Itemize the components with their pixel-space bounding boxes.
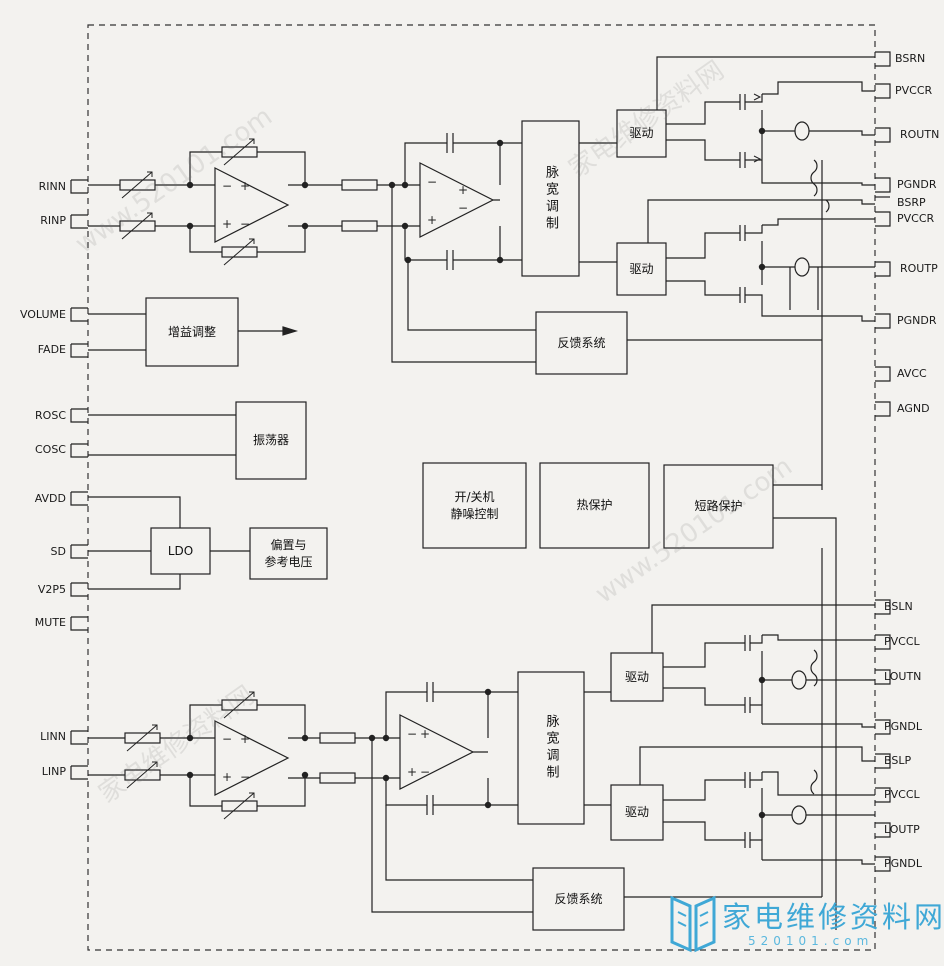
pin-rosc: ROSC: [35, 409, 66, 422]
svg-text:−: −: [407, 727, 417, 741]
bias-ref-label: 偏置与 参考电压: [264, 537, 313, 569]
chip-outline: [87, 24, 876, 951]
thermal-box: [539, 462, 650, 549]
pin-pgndl-bot: PGNDL: [884, 857, 922, 870]
gain-adjust-box: [145, 297, 239, 367]
oscillator-label: 振荡器: [252, 433, 289, 447]
logo-url: 520101.com: [748, 934, 874, 948]
feedback-bottom-box: [532, 867, 625, 931]
output-stage-l1: [651, 604, 875, 728]
book-icon: [670, 895, 716, 953]
pin-pvccl-bot: PVCCL: [884, 788, 920, 801]
pin-bsrp: BSRP: [897, 196, 926, 209]
svg-text:+: +: [407, 765, 417, 779]
svg-text:+: +: [222, 217, 232, 231]
pin-agnd: AGND: [897, 402, 930, 415]
pin-fade: FADE: [37, 343, 66, 356]
svg-text:+: +: [240, 732, 250, 746]
output-stage-r2: [647, 199, 875, 322]
svg-text:+: +: [427, 213, 437, 227]
drive-r1-box: [616, 109, 667, 158]
pin-pvccr-top: PVCCR: [895, 84, 933, 97]
pin-mute: MUTE: [34, 616, 66, 629]
feedback-top-box: [535, 311, 628, 375]
site-logo: 家电维修资料网 520101.com: [668, 892, 943, 958]
output-stage-l2: [639, 746, 875, 865]
svg-text:−: −: [222, 732, 232, 746]
pin-bsln: BSLN: [884, 600, 913, 613]
gain-adjust-label: 增益调整: [167, 324, 216, 339]
pin-loutp: LOUTP: [884, 823, 920, 836]
short-protect-label: 短路保护: [694, 499, 743, 513]
pin-v2p5: V2P5: [37, 583, 66, 596]
pin-rinp: RINP: [40, 214, 66, 227]
drive-r1-label: 驱动: [629, 126, 654, 140]
pin-routp: ROUTP: [900, 262, 938, 275]
pin-pvccl-top: PVCCL: [884, 635, 920, 648]
svg-text:−: −: [240, 770, 250, 784]
bias-ref-box: [249, 527, 328, 580]
feedback-bottom-label: 反馈系统: [554, 891, 603, 906]
power-mute-label: 开/关机 静噪控制: [450, 489, 499, 521]
feedback-top-label: 反馈系统: [557, 335, 606, 350]
svg-text:−: −: [240, 217, 250, 231]
pin-routn: ROUTN: [900, 128, 940, 141]
pwm-bottom-label: 脉宽调制: [543, 714, 559, 782]
bottom-channel-wiring: − + + − − + + −: [88, 682, 533, 913]
drive-l1-label: 驱动: [624, 669, 649, 684]
pwm-top-box: [521, 120, 580, 277]
pin-pvccr-mid: PVCCR: [897, 212, 935, 225]
pin-sd: SD: [50, 545, 66, 558]
pin-avdd: AVDD: [34, 492, 66, 505]
drive-r2-box: [616, 242, 667, 296]
drive-l1-box: [610, 652, 664, 702]
pin-bslp: BSLP: [884, 754, 912, 767]
pin-volume: VOLUME: [19, 308, 66, 321]
drive-r2-label: 驱动: [629, 261, 654, 276]
short-protect-box: [663, 464, 774, 549]
thermal-label: 热保护: [576, 498, 613, 512]
power-mute-box: [422, 462, 527, 549]
svg-text:+: +: [458, 183, 468, 197]
pin-linn: LINN: [40, 730, 66, 743]
svg-text:+: +: [420, 727, 430, 741]
drive-l2-label: 驱动: [624, 805, 649, 819]
pin-pgndl-top: PGNDL: [884, 720, 922, 733]
pwm-top-label: 脉宽调制: [543, 164, 558, 233]
pwm-bottom-box: [517, 671, 585, 825]
pin-avcc: AVCC: [897, 367, 927, 380]
pin-pgndr-top: PGNDR: [897, 178, 937, 191]
svg-text:+: +: [222, 770, 232, 784]
top-channel-wiring: − + + − − + + −: [88, 133, 536, 363]
pin-linp: LINP: [41, 765, 66, 778]
pin-rinn: RINN: [38, 180, 66, 193]
pin-loutn: LOUTN: [884, 670, 922, 683]
svg-text:−: −: [420, 765, 430, 779]
right-pin-stubs: [875, 51, 891, 872]
ldo-label: LDO: [167, 543, 194, 558]
oscillator-box: [235, 401, 307, 480]
output-stage-r1: [656, 56, 875, 186]
svg-text:−: −: [427, 175, 437, 189]
drive-l2-box: [610, 784, 664, 841]
pin-cosc: COSC: [34, 443, 66, 456]
left-pin-stubs: [70, 179, 88, 780]
pin-bsrn: BSRN: [895, 52, 926, 65]
svg-text:−: −: [222, 179, 232, 193]
pin-pgndr-mid: PGNDR: [897, 314, 937, 327]
logo-title: 家电维修资料网: [722, 900, 944, 934]
svg-text:−: −: [458, 201, 468, 215]
svg-text:+: +: [240, 179, 250, 193]
